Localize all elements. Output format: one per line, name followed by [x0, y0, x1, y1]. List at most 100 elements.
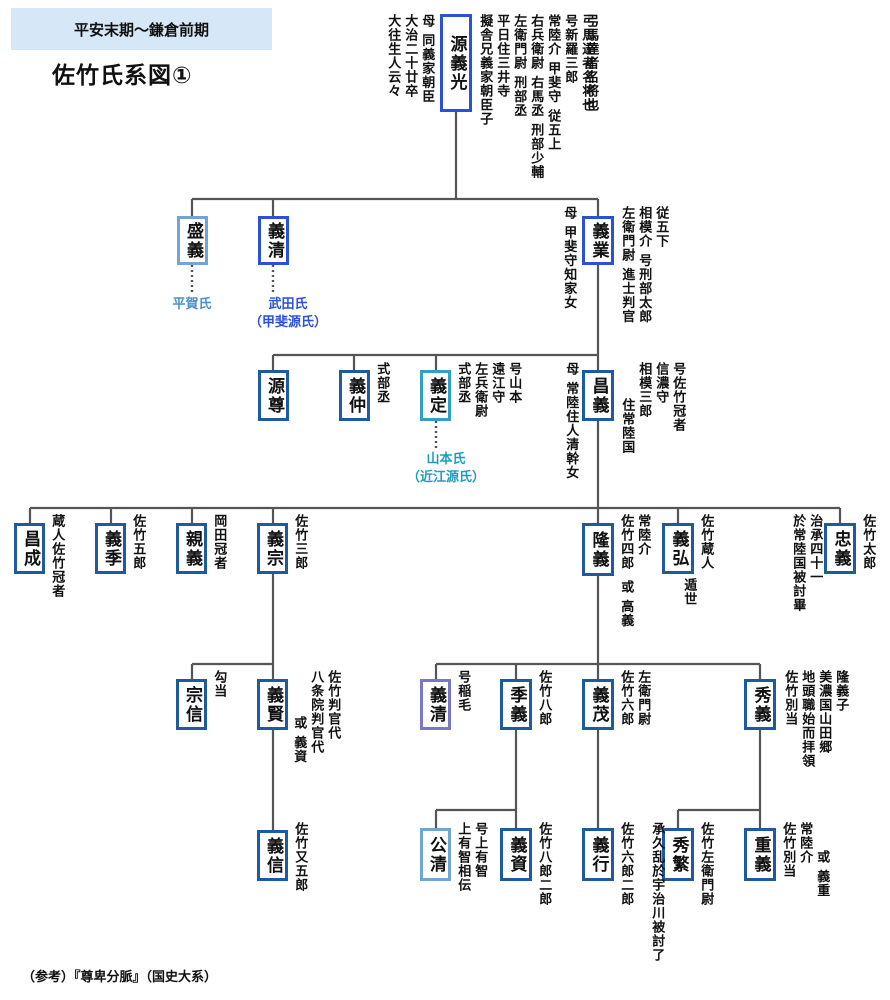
person-box-yoshinobu: 義信 [257, 830, 288, 881]
mother-line: 母 常陸住人清幹女 [563, 362, 579, 480]
note-line: 佐竹左衛門尉 [698, 822, 714, 906]
person-name: 義宗 [263, 529, 283, 568]
person-name: 義清 [426, 685, 446, 724]
person-name: 源義光 [446, 34, 467, 92]
person-box-yoshiyuki: 義行 [582, 828, 614, 881]
clan-subname: （近江源氏） [406, 469, 485, 485]
person-name: 季義 [506, 685, 527, 724]
mother-line: 母 甲斐守知家女 [561, 206, 577, 310]
note-line: 従五下 [653, 206, 669, 248]
note-line: 治承四十一 [807, 514, 823, 584]
person-name: 義行 [588, 835, 609, 874]
person-box-yoshikiyo-inage: 義清 [420, 679, 451, 730]
note-line: 美濃国山田郷 [816, 670, 832, 754]
note-line: 遠江守 [489, 362, 505, 404]
note-line: 上有智相伝 [455, 822, 471, 892]
note-line: 相模介 号刑部太郎 [636, 206, 652, 324]
note-line: 住常陸国 [619, 398, 635, 454]
period-banner: 平安末期～鎌倉前期 [11, 8, 272, 50]
note-line: 号新羅三郎 [562, 14, 578, 84]
person-box-tadayoshi: 忠義 [824, 523, 856, 574]
person-name: 義資 [506, 835, 527, 874]
note-line: 式部丞 [374, 362, 390, 404]
note-line: 左衛門尉 刑部丞 [511, 14, 527, 118]
person-box-hideshige: 秀繁 [662, 828, 694, 881]
note-line: 隆義子 [833, 670, 849, 712]
note-line: 擬舎兄義家朝臣子 [477, 14, 493, 126]
reference-footnote: （参考）『尊卑分脈』（国史大系） [22, 970, 218, 985]
note-line: 地頭職始而拝領 [799, 670, 815, 768]
note-line: 号佐竹冠者 [670, 362, 686, 432]
note-text: 岡田冠者 [211, 514, 227, 570]
person-name: 義茂 [588, 685, 609, 724]
person-name: 親義 [182, 529, 202, 568]
person-name: 忠義 [830, 529, 851, 568]
person-name: 義業 [588, 221, 609, 260]
person-box-hideyoshi: 秀義 [744, 679, 776, 730]
clan-subname: （甲斐源氏） [248, 314, 327, 330]
person-box-yoshisue: 義季 [95, 523, 126, 574]
clan-label-hiraga: 平賀氏 [172, 297, 212, 312]
person-name: 義仲 [345, 376, 365, 415]
note-line: 号山本 [506, 362, 522, 404]
person-name: 源尊 [264, 376, 284, 415]
person-name: 義清 [264, 221, 284, 260]
note-line: 常陸介 甲斐守 従五上 [545, 14, 561, 152]
person-name: 義弘 [668, 529, 689, 568]
person-box-takayoshi: 隆義 [582, 523, 614, 576]
note-line: 佐竹又五郎 [292, 822, 308, 892]
note-line: 左衛門尉 進士判官 [619, 206, 635, 324]
person-box-chikayoshi: 親義 [176, 523, 207, 574]
person-box-yoshimitsu: 源義光 [440, 14, 472, 112]
person-box-yoshikiyo: 義清 [258, 216, 289, 265]
person-name: 義季 [101, 529, 121, 568]
mother-line: 大往生人云々 [385, 14, 401, 98]
note-line: 佐竹判官代 [325, 670, 341, 740]
note-line: 常陸介 [635, 514, 651, 556]
person-name: 義信 [263, 836, 283, 875]
note-text: 佐竹五郎 [130, 514, 146, 570]
person-name: 公清 [426, 835, 446, 874]
note-line: 佐竹三郎 [291, 514, 307, 576]
clan-name: 武田氏 [268, 297, 308, 312]
person-name: 昌義 [588, 376, 609, 415]
person-name: 宗信 [182, 685, 202, 724]
note-line: 遁世 [681, 578, 697, 606]
person-name: 隆義 [588, 530, 609, 569]
note-line: 佐竹六郎二郎 [618, 822, 634, 906]
person-name: 昌成 [20, 529, 40, 568]
page-title: 佐竹氏系図① [52, 63, 193, 89]
person-box-muneobu: 宗信 [176, 679, 207, 730]
note-line: 於常陸国被討畢 [790, 514, 806, 612]
note-line: 佐竹太郎 [860, 514, 876, 570]
note-line: 式部丞 [455, 362, 471, 404]
note-line: 或 高義 [618, 580, 634, 628]
person-box-yoshikata: 義賢 [257, 679, 288, 730]
note-line: 蔵人佐竹冠者 [48, 514, 64, 606]
note-line: 左兵衛尉 [472, 362, 488, 418]
note-line: 左衛門尉 [635, 670, 651, 726]
note-line: 岡田冠者 [210, 514, 226, 576]
person-name: 秀繁 [668, 835, 689, 874]
mother-line: 母 同義家朝臣 [419, 14, 435, 104]
person-box-yoshinari: 義業 [582, 216, 614, 265]
note-line: 或 義重 [814, 850, 830, 898]
note-line: 佐竹八郎二郎 [536, 822, 552, 906]
note-line: 右兵衛尉 右馬丞 刑部少輔 [528, 14, 544, 180]
mother-line: 大治二十廿卒 [402, 14, 418, 98]
person-box-minamoto-son: 源尊 [258, 370, 289, 421]
note-line: 佐竹別当 [780, 822, 796, 878]
person-box-yoshisada: 義定 [420, 370, 451, 421]
person-box-moriyoshi: 盛義 [177, 216, 208, 265]
note-line: 信濃守 [653, 362, 669, 404]
person-name: 重義 [750, 835, 771, 874]
note-line: 号稲毛 [455, 670, 471, 712]
clan-name: 山本氏 [426, 452, 466, 467]
period-label: 平安末期～鎌倉前期 [73, 20, 209, 39]
note-line: 平日住三井寺 [494, 14, 510, 98]
note-line: 承久乱於宇治川被討了 [649, 822, 665, 962]
note-line: 佐竹八郎 [536, 670, 552, 726]
clan-label-yamamoto: 山本氏 （近江源氏） [391, 451, 501, 486]
person-name: 義賢 [263, 685, 283, 724]
